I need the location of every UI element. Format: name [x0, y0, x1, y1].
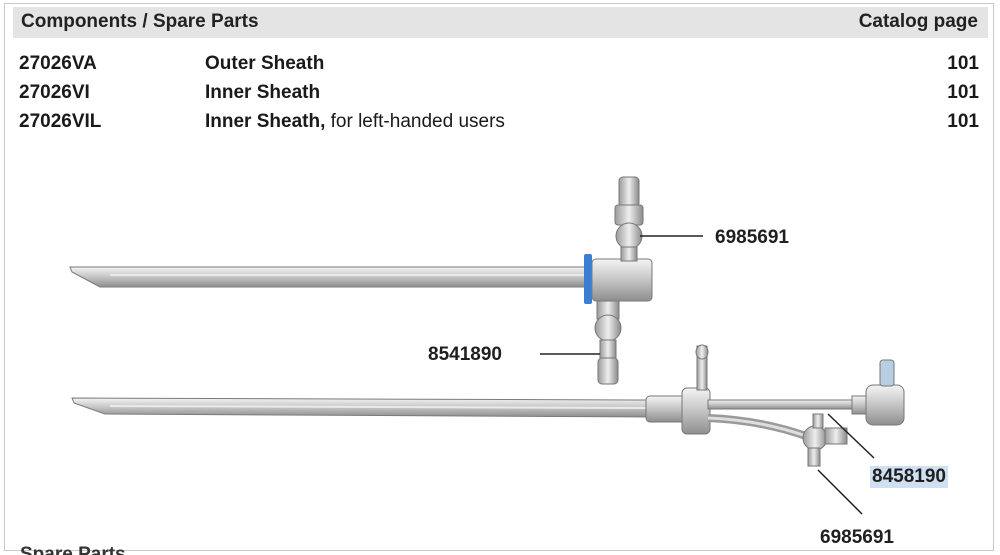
part-name-text: Inner Sheath — [205, 82, 321, 103]
catalog-page-header: Catalog page — [858, 11, 978, 32]
part-note: for left-handed users — [325, 111, 505, 132]
table-row: 27026VIL Inner Sheath, for left-handed u… — [19, 111, 979, 140]
callout-label: 6985691 — [715, 227, 789, 248]
callout-label: 6985691 — [820, 527, 894, 548]
part-name: Outer Sheath — [205, 53, 324, 75]
callout-label: 8541890 — [428, 344, 502, 365]
seal-ring — [584, 254, 592, 304]
part-name-text: Inner Sheath, — [205, 111, 326, 132]
section-title: Components / Spare Parts — [21, 11, 259, 32]
leader-line — [817, 469, 863, 515]
table-row: 27026VI Inner Sheath 101 — [19, 82, 979, 111]
catalog-page-number: 101 — [947, 82, 979, 103]
catalog-page-number: 101 — [947, 111, 979, 132]
part-name: Inner Sheath, for left-handed users — [205, 111, 505, 133]
section-header: Components / Spare Parts Catalog page — [13, 7, 988, 38]
callout-label-highlighted: 8458190 — [870, 466, 948, 488]
leader-line — [827, 413, 875, 459]
inner-sheath-illustration — [71, 344, 905, 467]
next-section-title: Spare Parts — [20, 545, 126, 555]
catalog-page-number: 101 — [947, 53, 979, 74]
part-name-text: Outer Sheath — [205, 53, 325, 74]
parts-table: 27026VA Outer Sheath 101 27026VI Inner S… — [19, 53, 979, 140]
part-code: 27026VI — [19, 82, 90, 103]
part-name: Inner Sheath — [205, 82, 320, 104]
table-row: 27026VA Outer Sheath 101 — [19, 53, 979, 82]
outer-sheath-illustration — [69, 176, 653, 385]
part-code: 27026VIL — [19, 111, 102, 132]
part-code: 27026VA — [19, 53, 97, 74]
